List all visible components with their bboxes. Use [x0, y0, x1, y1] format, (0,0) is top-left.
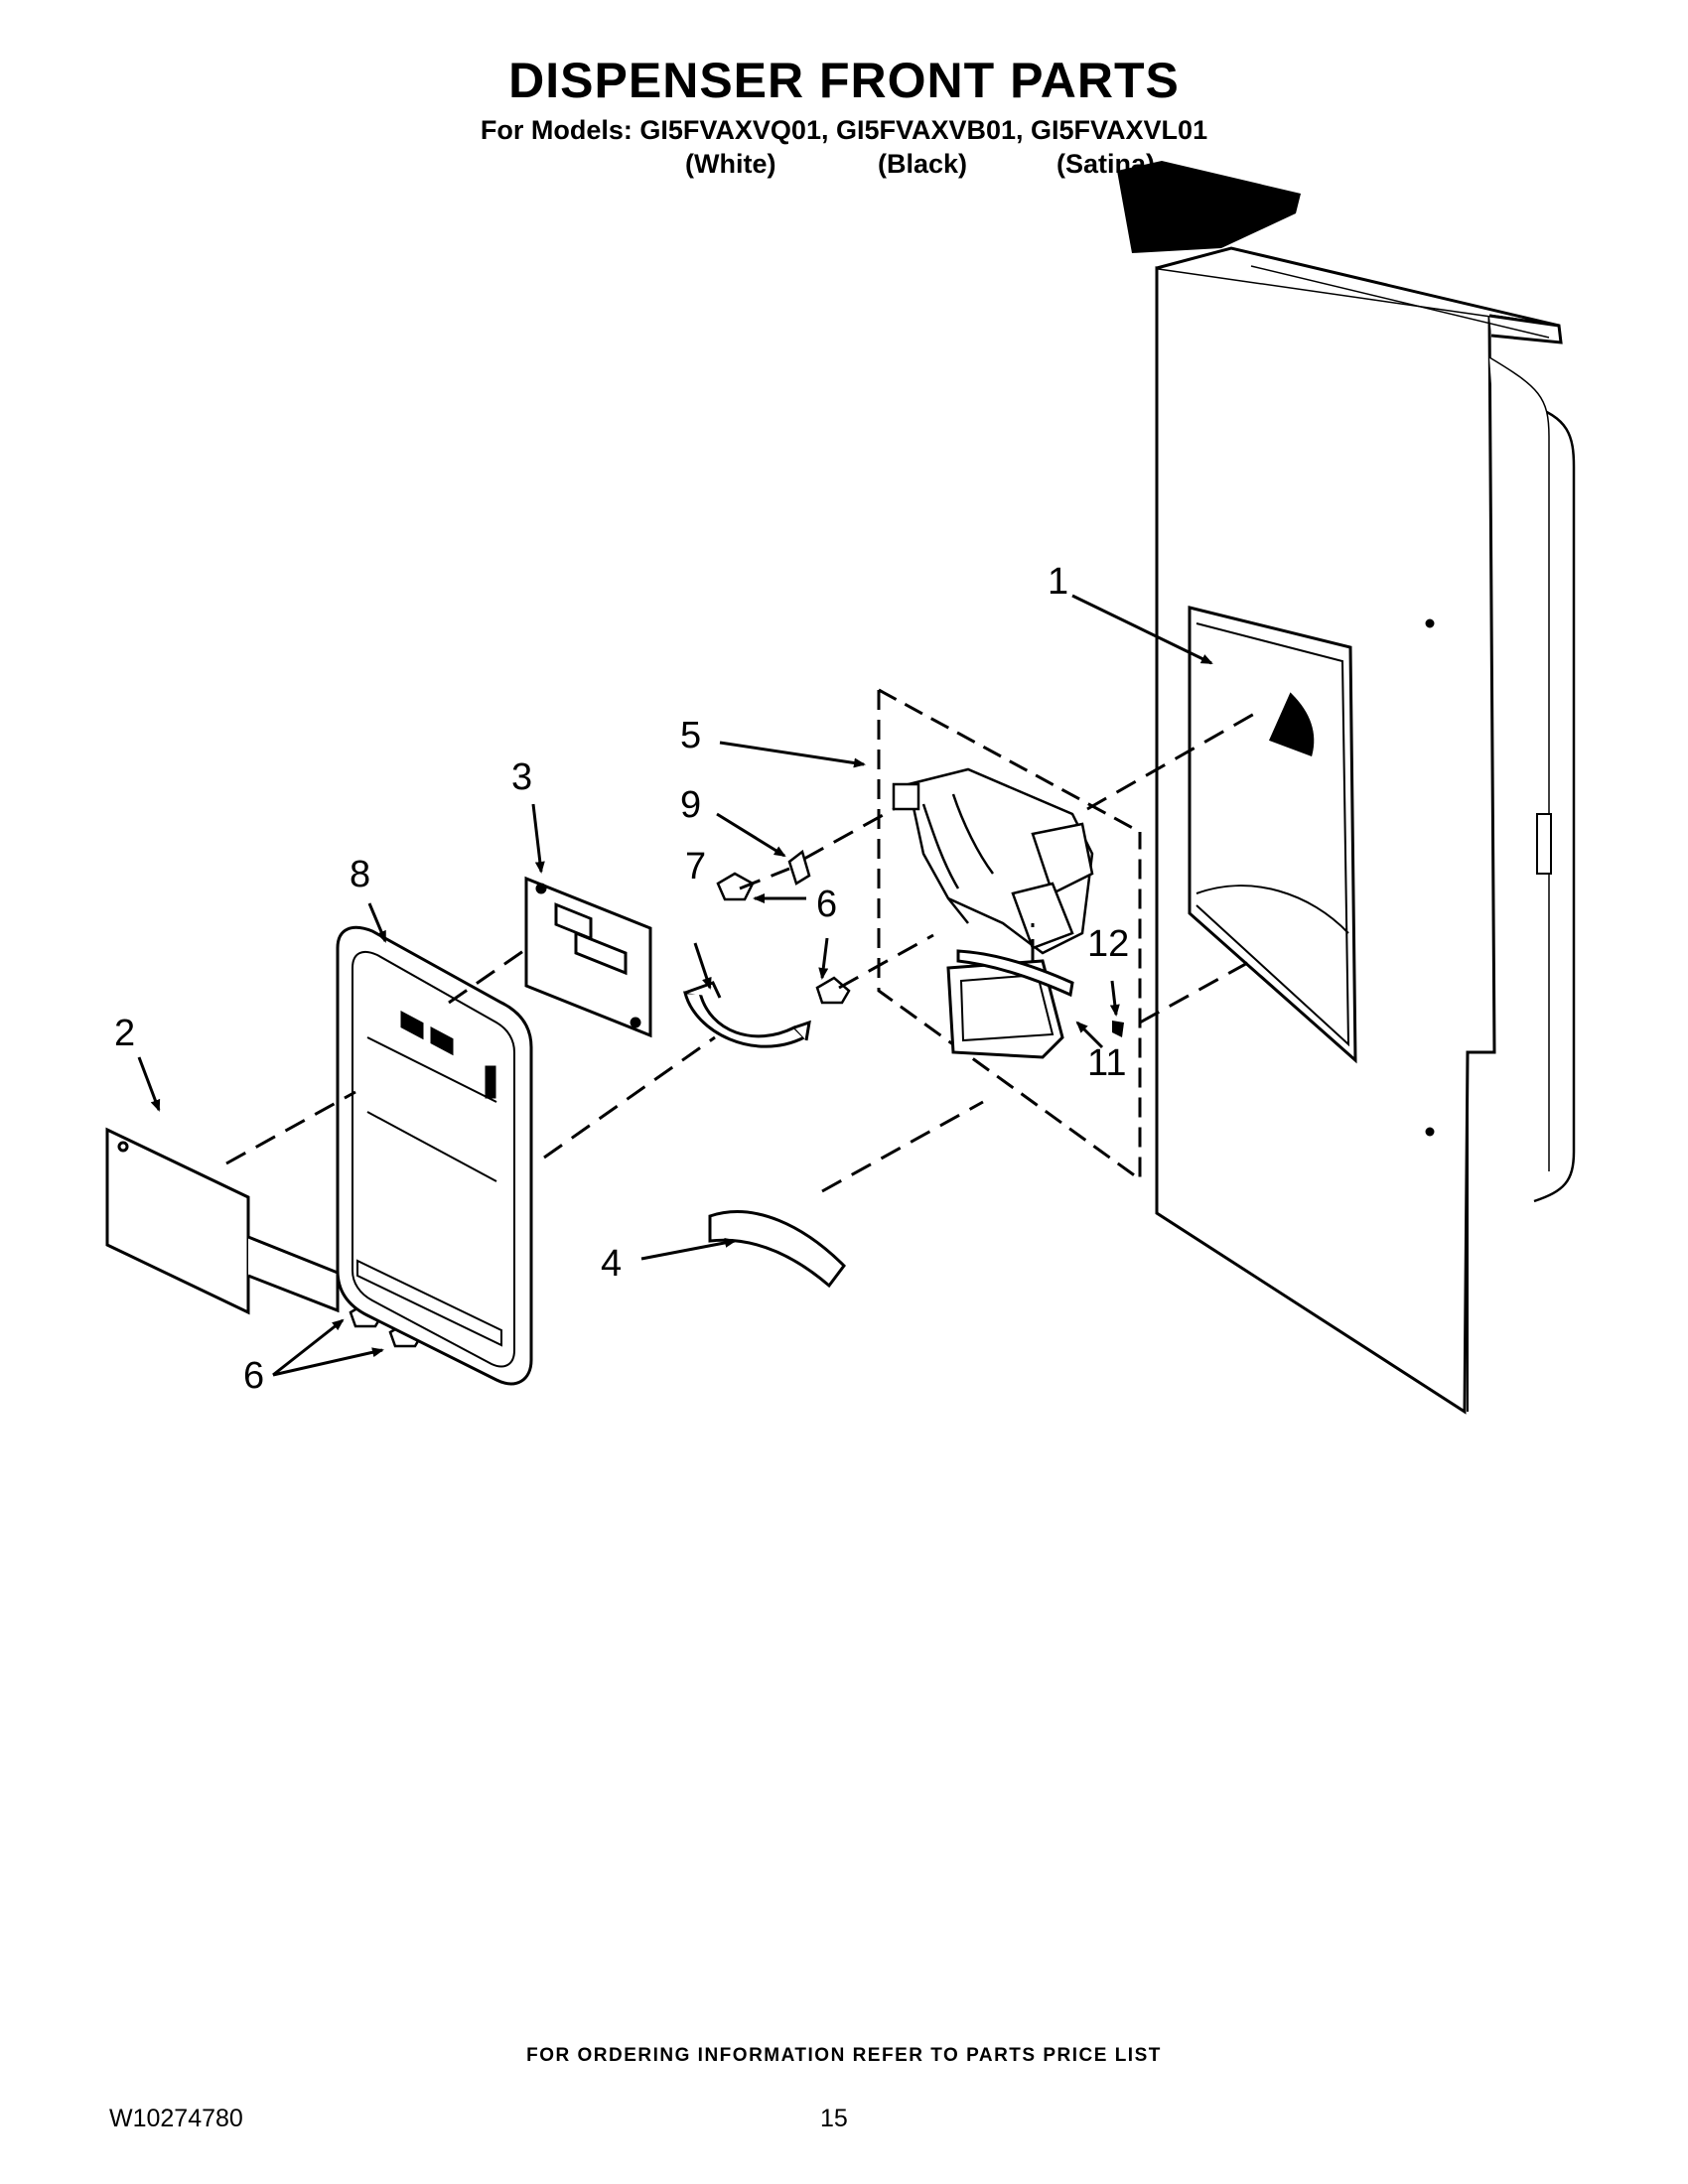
document-number: W10274780 — [109, 2105, 243, 2132]
callout-9: 9 — [680, 784, 702, 826]
callout-1: 1 — [1048, 561, 1069, 603]
dispenser-motor-assembly — [892, 767, 1094, 955]
callout-3: 3 — [511, 756, 533, 798]
ordering-note: FOR ORDERING INFORMATION REFER TO PARTS … — [526, 2045, 1162, 2066]
control-board — [524, 876, 652, 1038]
callout-12: 12 — [1087, 923, 1130, 965]
explode-lines — [225, 711, 1257, 1193]
part-7-bracket — [683, 981, 811, 1048]
part-2-overlay — [105, 1127, 340, 1315]
dispenser-front-frame — [336, 925, 533, 1386]
door-top-shadow — [1117, 161, 1301, 253]
color-white-label: (White) — [685, 149, 776, 179]
dispenser-paddle — [946, 949, 1074, 1059]
page-title: DISPENSER FRONT PARTS — [508, 53, 1180, 108]
callout-7: 7 — [685, 846, 707, 887]
callout-2: 2 — [114, 1013, 136, 1054]
callout-6b: 6 — [243, 1355, 265, 1397]
refrigerator-door — [1155, 246, 1576, 1415]
color-black-label: (Black) — [878, 149, 968, 179]
callout-5: 5 — [680, 715, 702, 756]
dispenser-housing-opening — [1188, 606, 1357, 1064]
callout-arrows — [137, 594, 1213, 1377]
callout-4: 4 — [601, 1243, 623, 1285]
page-number: 15 — [820, 2105, 848, 2132]
callout-11: 11 — [1087, 1042, 1127, 1084]
models-line: For Models: GI5FVAXVQ01, GI5FVAXVB01, GI… — [480, 115, 1208, 145]
callout-8: 8 — [350, 854, 371, 895]
callout-6a: 6 — [816, 884, 838, 925]
dispenser-assembly-outline — [877, 688, 1142, 1182]
part-9-clip — [787, 849, 811, 886]
drip-tray — [708, 1210, 846, 1289]
part-12 — [1112, 1021, 1124, 1037]
